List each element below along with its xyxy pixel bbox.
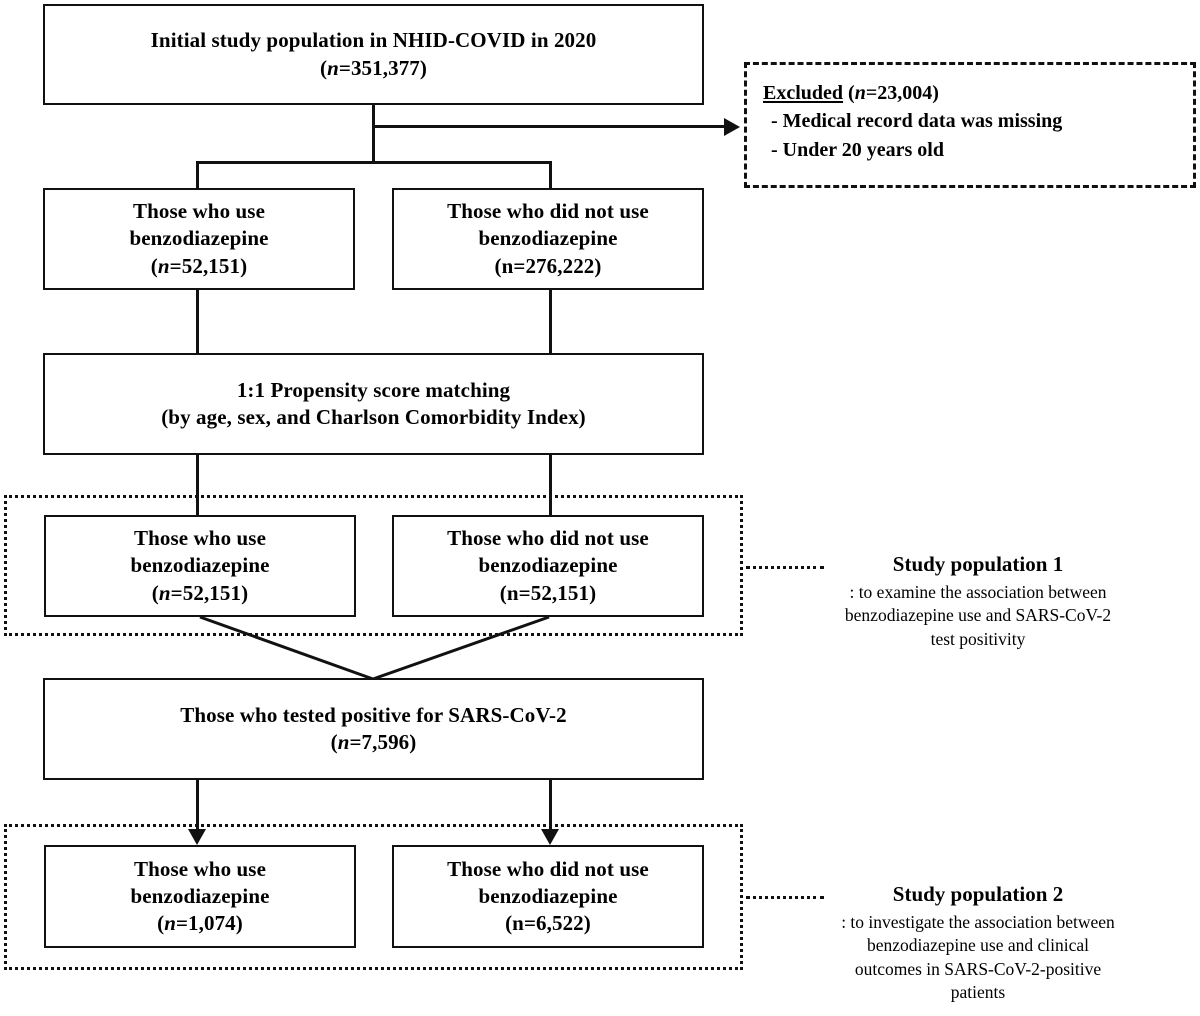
- nonusers-prematch-line1: Those who did not use: [447, 199, 649, 224]
- node-excluded: Excluded (n=23,004) - Medical record dat…: [744, 62, 1196, 188]
- excluded-heading-line: Excluded (n=23,004): [763, 79, 1193, 107]
- n-symbol: n: [854, 82, 866, 104]
- node-initial-study-population: Initial study population in NHID-COVID i…: [43, 4, 704, 105]
- node-benzodiazepine-users-prematch: Those who use benzodiazepine (n=52,151): [43, 188, 355, 290]
- users-prematch-line2: benzodiazepine: [129, 226, 269, 251]
- n-symbol: n: [158, 580, 171, 605]
- users-prematch-line1: Those who use: [133, 199, 265, 224]
- node-benzodiazepine-nonusers-matched: Those who did not use benzodiazepine (n=…: [392, 515, 704, 617]
- count-value: =52,151): [170, 580, 249, 605]
- connector-matching-to-nonusers: [549, 455, 552, 516]
- connector-users-to-matching: [196, 290, 199, 354]
- arrowhead-positive-to-nonusers: [541, 829, 559, 845]
- excluded-item-1: - Medical record data was missing: [771, 110, 1063, 133]
- nonusers-positive-count: (n=6,522): [505, 911, 591, 936]
- paren-open: (: [848, 82, 855, 104]
- count-value: =1,074): [175, 911, 243, 936]
- initial-count: =351,377): [338, 55, 427, 80]
- nonusers-matched-line1: Those who did not use: [447, 526, 649, 551]
- connector-split-left: [196, 161, 199, 189]
- connector-initial-stem: [372, 105, 375, 163]
- connector-positive-to-nonusers: [549, 780, 552, 831]
- n-symbol: n: [157, 253, 170, 278]
- nonusers-prematch-count: (n=276,222): [494, 253, 602, 278]
- study-population-2-title: Study population 2: [892, 882, 1064, 906]
- users-matched-line2: benzodiazepine: [130, 553, 270, 578]
- count-value: =7,596): [349, 730, 417, 754]
- study-population-2-desc-line3: outcomes in SARS-CoV-2-positive: [854, 958, 1102, 979]
- group-study-population-2: [4, 824, 743, 970]
- connector-matching-to-users: [196, 455, 199, 516]
- users-positive-count: (n=1,074): [157, 910, 243, 937]
- excluded-count: =23,004): [865, 82, 939, 104]
- node-initial-line1: Initial study population in NHID-COVID i…: [150, 28, 597, 53]
- study-population-2-desc-line4: patients: [950, 981, 1006, 1002]
- study-population-1-desc-line1: : to examine the association between: [849, 582, 1107, 602]
- matching-line1: 1:1 Propensity score matching: [236, 377, 511, 402]
- nonusers-prematch-line2: benzodiazepine: [478, 226, 618, 251]
- nonusers-matched-line2: benzodiazepine: [478, 553, 618, 578]
- positive-count: (n=7,596): [331, 729, 417, 756]
- node-initial-line2: (n=351,377): [320, 55, 427, 82]
- connector-split-right: [549, 161, 552, 189]
- paren-open: (: [320, 55, 328, 80]
- study-population-1-desc-line2: benzodiazepine use and SARS-CoV-2: [844, 605, 1112, 626]
- n-symbol: n: [164, 911, 176, 936]
- users-matched-line1: Those who use: [134, 526, 266, 551]
- connector-nonusers-to-matching: [549, 290, 552, 354]
- users-positive-line1: Those who use: [134, 856, 266, 881]
- connector-split-prematch: [196, 161, 552, 164]
- users-positive-line2: benzodiazepine: [130, 883, 270, 908]
- paren-open: (: [151, 580, 159, 605]
- study-population-2-desc-line2: benzodiazepine use and clinical: [866, 935, 1090, 956]
- node-benzodiazepine-nonusers-prematch: Those who did not use benzodiazepine (n=…: [392, 188, 704, 290]
- nonusers-positive-line1: Those who did not use: [447, 856, 649, 881]
- n-symbol: n: [327, 55, 339, 80]
- arrowhead-positive-to-users: [188, 829, 206, 845]
- node-benzodiazepine-users-matched: Those who use benzodiazepine (n=52,151): [44, 515, 356, 617]
- positive-line1: Those who tested positive for SARS-CoV-2: [180, 702, 567, 727]
- node-benzodiazepine-users-positive: Those who use benzodiazepine (n=1,074): [44, 845, 356, 948]
- n-symbol: n: [337, 730, 350, 754]
- paren-open: (: [330, 730, 338, 754]
- users-matched-count: (n=52,151): [152, 580, 248, 607]
- nonusers-positive-line2: benzodiazepine: [478, 883, 618, 908]
- matching-line2: (by age, sex, and Charlson Comorbidity I…: [161, 405, 586, 429]
- annotation-study-population-1: Study population 1 : to examine the asso…: [828, 552, 1128, 651]
- leader-study-population-1: [746, 566, 824, 569]
- study-population-1-title: Study population 1: [892, 552, 1064, 576]
- nonusers-matched-count: (n=52,151): [499, 580, 597, 605]
- annotation-study-population-2: Study population 2 : to investigate the …: [828, 882, 1128, 1004]
- arrowhead-to-excluded: [724, 118, 740, 136]
- group-study-population-1: [4, 495, 743, 636]
- leader-study-population-2: [746, 896, 824, 899]
- study-population-2-desc-line1: : to investigate the association between: [841, 912, 1115, 932]
- study-population-1-desc-line3: test positivity: [930, 628, 1026, 649]
- node-sars-cov-2-positive: Those who tested positive for SARS-CoV-2…: [43, 678, 704, 780]
- count-value: =52,151): [169, 253, 248, 278]
- node-propensity-score-matching: 1:1 Propensity score matching (by age, s…: [43, 353, 704, 455]
- paren-open: (: [150, 253, 158, 278]
- paren-open: (: [157, 911, 165, 936]
- node-benzodiazepine-nonusers-positive: Those who did not use benzodiazepine (n=…: [392, 845, 704, 948]
- users-prematch-count: (n=52,151): [151, 253, 247, 280]
- excluded-label: Excluded: [763, 82, 844, 104]
- connector-positive-to-users: [196, 780, 199, 831]
- connector-merge-v: [199, 615, 550, 681]
- connector-to-excluded: [374, 125, 726, 128]
- excluded-item-2: - Under 20 years old: [771, 138, 944, 161]
